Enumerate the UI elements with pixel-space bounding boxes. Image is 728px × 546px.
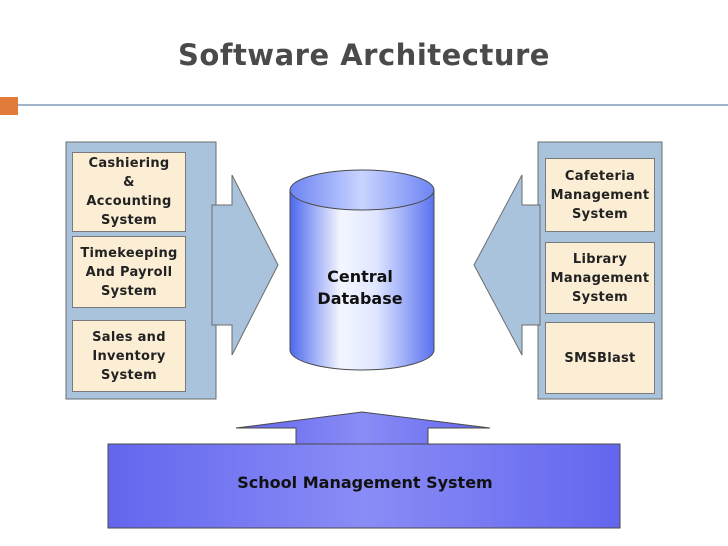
box-library: Library Management System xyxy=(545,242,655,314)
school-management-label: School Management System xyxy=(237,473,493,492)
accent-square xyxy=(0,97,18,115)
central-database-label: Central Database xyxy=(317,267,403,308)
box-cashiering: Cashiering & Accounting System xyxy=(72,152,186,232)
accent-divider xyxy=(18,104,728,106)
box-timekeeping: Timekeeping And Payroll System xyxy=(72,236,186,308)
left-arrow xyxy=(211,174,279,356)
box-sales: Sales and Inventory System xyxy=(72,320,186,392)
box-smsblast: SMSBlast xyxy=(545,322,655,394)
school-system-bar xyxy=(107,443,621,529)
diagram-title: Software Architecture xyxy=(178,38,550,72)
right-arrow xyxy=(473,174,541,356)
box-cafeteria: Cafeteria Management System xyxy=(545,158,655,232)
database-cylinder xyxy=(289,169,435,371)
